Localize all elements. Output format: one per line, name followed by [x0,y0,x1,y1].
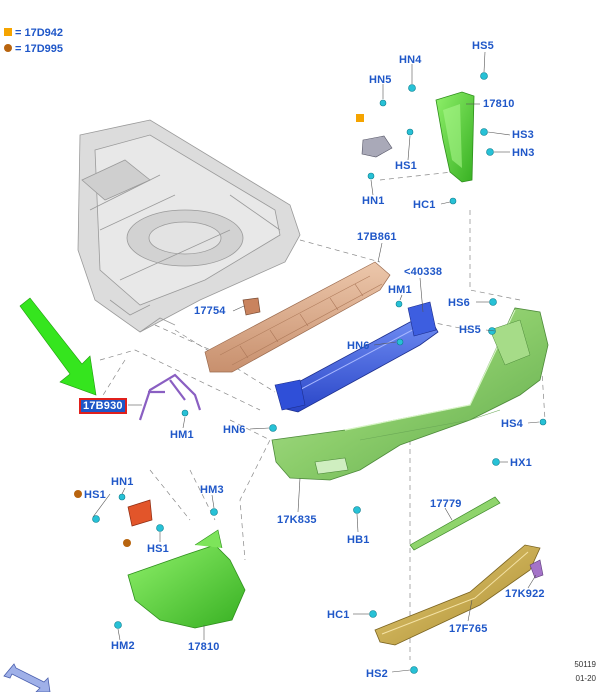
legend-text: = 17D942 [15,27,64,39]
label-hn1-top: HN1 [362,195,385,207]
callout-leaders [92,51,540,673]
label-17810-top: 17810 [483,98,515,110]
fasteners [92,72,547,674]
label-hx1: HX1 [510,457,532,469]
label-hs5-mid: HS5 [459,324,481,336]
callout-arrow-icon [19,297,97,396]
label-hm3: HM3 [200,484,224,496]
label-40338: <40338 [404,266,443,278]
label-hn3: HN3 [512,147,535,159]
energy-absorber-17b861 [204,261,391,373]
circle-swatch-icon [4,44,12,52]
corner-bracket-17810 [127,529,246,629]
clip-17754 [242,297,261,316]
label-hc1-top: HC1 [413,199,436,211]
label-hb1: HB1 [347,534,370,546]
label-hn5: HN5 [369,74,392,86]
bracket-17b930 [138,373,202,421]
label-17f765: 17F765 [449,623,488,635]
label-hs1-top: HS1 [395,160,417,172]
bumper-cover-17k835 [271,307,549,481]
nut-17d995-left [74,490,82,498]
view-direction-arrow-icon [3,663,51,692]
corner-ref-2: 01-20 [575,674,596,683]
legend-item-17d995: = 17D995 [4,43,63,55]
label-hm2: HM2 [111,640,135,652]
trim-strip-17779 [409,496,501,551]
label-hs4: HS4 [501,418,523,430]
label-hn4: HN4 [399,54,422,66]
legend-text: = 17D995 [15,43,64,55]
label-17k835: 17K835 [277,514,317,526]
vehicle-floor-pan [77,119,301,333]
label-hn1-left: HN1 [111,476,134,488]
label-hm1-right: HM1 [388,284,412,296]
label-hn6-low: HN6 [223,424,246,436]
nut-17d995-low [123,539,131,547]
corner-ref-1: 50119 [574,660,596,669]
label-hs5-top: HS5 [472,40,494,52]
upper-bracket-17810 [435,91,475,183]
label-17754: 17754 [194,305,226,317]
square-swatch-icon [4,28,12,36]
label-hc1-low: HC1 [327,609,350,621]
label-hn6-mid: HN6 [347,340,370,352]
label-17810-low: 17810 [188,641,220,653]
clip-17k922 [529,559,544,579]
legend-item-17d942: = 17D942 [4,27,63,39]
label-hs1-left: HS1 [84,489,106,501]
label-hs6: HS6 [448,297,470,309]
label-hs3: HS3 [512,129,534,141]
side-bracket-top [356,114,393,158]
label-hs1-low: HS1 [147,543,169,555]
label-17779: 17779 [430,498,462,510]
label-17b930-highlighted: 17B930 [79,398,127,414]
label-17k922: 17K922 [505,588,545,600]
red-bracket [127,499,153,527]
label-17b861: 17B861 [357,231,397,243]
label-hm1-left: HM1 [170,429,194,441]
label-hs2: HS2 [366,668,388,680]
scuff-plate-17f765 [374,544,541,646]
